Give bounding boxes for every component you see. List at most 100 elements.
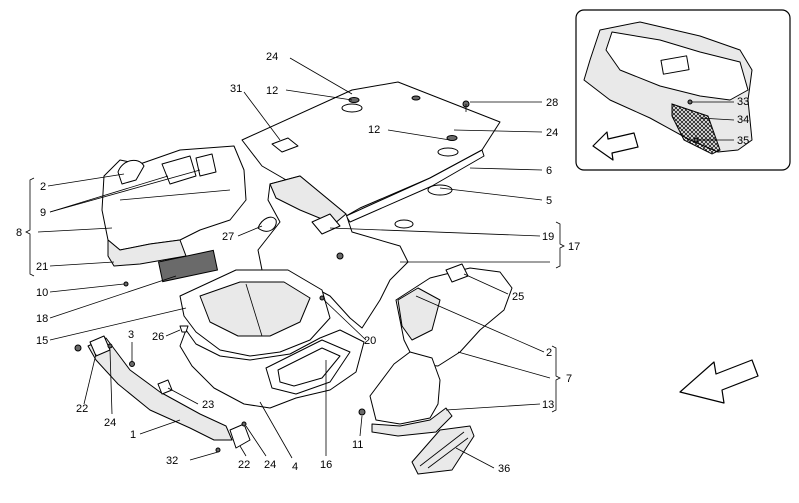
- sill-end-cap-22-right: [229, 423, 251, 449]
- parcel-shelf-edge: [345, 149, 485, 223]
- clip-3: [129, 361, 135, 367]
- right-side-trim-group: [358, 263, 513, 475]
- leader-20: [323, 299, 367, 341]
- callout-22-bottom: 22: [238, 459, 250, 471]
- left-side-trim-group: [101, 145, 247, 287]
- callout-13: 13: [542, 399, 554, 411]
- rear-panel-group: [257, 175, 409, 329]
- clip-24-right: [241, 421, 247, 427]
- leader-26: [165, 329, 181, 337]
- bracket-8: [25, 177, 35, 277]
- callout-35: 35: [737, 135, 749, 147]
- callout-26: 26: [152, 331, 164, 343]
- shelf-clip-1: [348, 97, 360, 103]
- shelf-hole-mid: [437, 147, 459, 157]
- clip-11: [358, 408, 366, 416]
- rear-panel-fastener: [336, 252, 344, 260]
- clip-27: [257, 216, 277, 232]
- leader-12-top: [285, 89, 353, 101]
- shelf-clip-3: [446, 135, 458, 141]
- leader-24-top: [289, 57, 353, 95]
- leader-19: [329, 227, 541, 237]
- leader-6: [469, 167, 543, 171]
- shelf-hole-rear: [427, 184, 453, 196]
- leader-24-left: [109, 349, 113, 415]
- leader-22-bottom: [239, 445, 247, 457]
- leader-24-mid: [453, 129, 543, 133]
- leader-32: [189, 451, 219, 461]
- leader-18: [49, 275, 177, 319]
- callout-24-mid: 24: [546, 127, 558, 139]
- leader-10: [49, 283, 125, 293]
- callout-10: 10: [36, 287, 48, 299]
- floor-cover-16-inner: [277, 347, 341, 387]
- inset-direction-arrow-icon: [592, 131, 639, 161]
- fastener-20: [319, 295, 325, 301]
- clip-10: [123, 281, 129, 287]
- screw-left: [74, 344, 82, 352]
- clip-32: [215, 447, 221, 453]
- callout-31: 31: [230, 83, 242, 95]
- callout-28: 28: [546, 97, 558, 109]
- leader-8: [37, 227, 113, 233]
- callout-34: 34: [737, 114, 749, 126]
- leader-31: [243, 91, 281, 141]
- callout-8: 8: [16, 227, 22, 239]
- direction-arrow-icon: [679, 359, 759, 404]
- leader-13: [445, 403, 541, 411]
- callout-5: 5: [546, 195, 552, 207]
- leader-23: [167, 387, 199, 405]
- right-trim-footplate-13: [371, 407, 453, 437]
- leader-15: [49, 307, 187, 341]
- clip-24-left: [107, 343, 113, 349]
- bracket-17: [555, 221, 565, 269]
- left-trim-pocket-2: [195, 153, 217, 177]
- sill-trim-1: [87, 337, 233, 441]
- callout-24-left: 24: [104, 417, 116, 429]
- callout-15: 15: [36, 335, 48, 347]
- shelf-hole-front: [341, 103, 363, 113]
- leader-5: [439, 187, 543, 201]
- callout-1: 1: [130, 429, 136, 441]
- inset-trim-opening: [660, 55, 690, 75]
- callout-17: 17: [568, 241, 580, 253]
- fastener-26: [179, 325, 189, 333]
- storage-tub-inner: [199, 281, 311, 337]
- leader-9a: [49, 175, 169, 213]
- right-side-trim-lower: [369, 351, 441, 425]
- leader-25: [463, 273, 509, 295]
- left-trim-hook-2: [117, 159, 145, 185]
- inset-net: [671, 103, 721, 155]
- leader-22-left: [83, 353, 97, 405]
- callout-20: 20: [364, 335, 376, 347]
- callout-23: 23: [202, 399, 214, 411]
- leader-2-right: [415, 295, 545, 353]
- shelf-clip-2: [411, 95, 421, 101]
- detail-inset: 33 34 35: [575, 9, 791, 171]
- leader-27: [237, 225, 263, 237]
- leader-2-left: [47, 173, 125, 187]
- leader-7: [457, 351, 551, 379]
- callout-2-right: 2: [546, 347, 552, 359]
- callout-32: 32: [166, 455, 178, 467]
- left-trim-pocket: [161, 155, 197, 185]
- callout-9: 9: [40, 207, 46, 219]
- leader-24-bottom: [245, 425, 267, 457]
- callout-18: 18: [36, 313, 48, 325]
- rear-panel: [257, 175, 409, 329]
- leader-36: [455, 447, 495, 469]
- callout-labels: 24 12 31 28 12 24 6 5 19 17 27 2 9 8 21 …: [16, 51, 580, 475]
- leader-9b: [49, 169, 201, 213]
- callout-12-mid: 12: [368, 124, 380, 136]
- leader-11: [359, 415, 363, 437]
- inset-leader-34: [699, 117, 735, 121]
- callout-12-top: 12: [266, 85, 278, 97]
- leader-4: [259, 401, 293, 459]
- callout-22-left: 22: [76, 403, 88, 415]
- callout-11: 11: [352, 439, 363, 451]
- inset-net-hook-35: [693, 137, 699, 143]
- leader-1: [139, 419, 181, 435]
- callout-4: 4: [292, 461, 298, 473]
- left-trim-detail-line: [119, 189, 231, 201]
